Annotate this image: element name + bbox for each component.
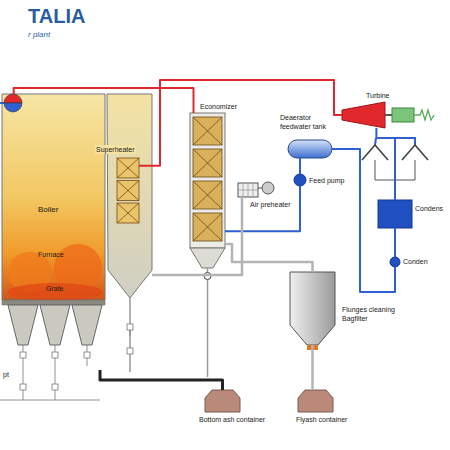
control-box bbox=[127, 324, 133, 330]
node-label: Condens bbox=[415, 204, 443, 213]
heat-exchanger-box bbox=[193, 149, 222, 177]
heat-exchanger-box bbox=[117, 203, 139, 223]
ash-container: Flyash container bbox=[298, 390, 333, 412]
pipe-connector bbox=[376, 128, 395, 200]
node-label: Bottom ash container bbox=[199, 415, 265, 424]
condensate-pump bbox=[390, 257, 400, 267]
steam-drum bbox=[4, 103, 22, 112]
pipe-connector bbox=[139, 80, 342, 166]
control-wiring bbox=[0, 324, 133, 400]
pipe-connector bbox=[100, 370, 222, 390]
control-box bbox=[84, 352, 90, 358]
fan-duct bbox=[258, 188, 262, 189]
grate-hopper bbox=[72, 305, 102, 345]
control-box bbox=[127, 348, 133, 354]
condenser: Condens bbox=[378, 200, 412, 228]
part-label: Furnace bbox=[38, 250, 64, 259]
a-frame-condenser bbox=[362, 145, 388, 160]
ash-chute bbox=[207, 268, 209, 377]
turbine-symbol bbox=[342, 102, 385, 128]
cross-mark bbox=[117, 203, 139, 223]
turbine: Turbine bbox=[342, 102, 385, 128]
cross-mark bbox=[193, 213, 222, 241]
heat-exchanger-box bbox=[193, 181, 222, 209]
heat-exchanger-box bbox=[193, 117, 222, 145]
deaerator-tank bbox=[288, 140, 332, 158]
node-label: Economizer bbox=[200, 102, 237, 111]
power-output bbox=[414, 110, 434, 120]
heat-exchanger-box bbox=[193, 213, 222, 241]
cross-mark bbox=[193, 149, 222, 177]
cross-mark bbox=[117, 181, 139, 201]
economizer-bank bbox=[193, 117, 222, 241]
air-preheater-box bbox=[238, 183, 258, 197]
boiler-chamber bbox=[2, 94, 105, 300]
condensate-pump: Conden bbox=[390, 257, 400, 267]
ash-container bbox=[205, 390, 240, 412]
part-label: pt bbox=[3, 370, 9, 379]
node-label: Conden bbox=[403, 257, 428, 266]
control-wire bbox=[0, 330, 130, 400]
economizer-column bbox=[190, 113, 225, 248]
pipe-connector bbox=[152, 197, 242, 275]
air-fan bbox=[262, 182, 274, 194]
node-label: Deaerator feedwater tank bbox=[280, 113, 330, 131]
cross-mark bbox=[193, 117, 222, 145]
condenser-tank bbox=[378, 200, 412, 228]
heat-exchanger-box bbox=[117, 158, 139, 178]
pipe-connector bbox=[299, 158, 301, 174]
a-frame-condenser bbox=[402, 145, 428, 160]
node-label: Air preheater bbox=[250, 200, 290, 209]
control-box bbox=[20, 352, 26, 358]
cross-mark bbox=[193, 181, 222, 209]
deaerator-tank: Deaerator feedwater tank bbox=[288, 140, 332, 158]
node-label: Feed pump bbox=[309, 176, 344, 185]
turbine-shaft bbox=[385, 114, 392, 116]
control-box bbox=[20, 384, 26, 390]
pipe-connector bbox=[225, 244, 313, 272]
economizer: Economizer bbox=[190, 113, 225, 248]
feed-pump: Feed pump bbox=[294, 174, 306, 186]
node-label: Turbine bbox=[366, 91, 389, 100]
flame bbox=[7, 283, 103, 301]
bagfilter: Flunges cleaning Bagfilter bbox=[290, 272, 335, 345]
preheater-grid bbox=[238, 183, 258, 197]
node-label: Superheater bbox=[95, 145, 136, 154]
grate-hopper bbox=[8, 305, 38, 345]
part-label: Grate bbox=[46, 284, 64, 293]
node-label: Boiler bbox=[38, 205, 58, 215]
pipe-connector bbox=[14, 88, 194, 113]
pipe-connector bbox=[332, 149, 395, 292]
grate-hopper bbox=[40, 305, 70, 345]
drum-pipe bbox=[0, 102, 4, 104]
ash-container: Bottom ash container bbox=[205, 390, 240, 412]
heat-exchanger-box bbox=[117, 181, 139, 201]
economizer-hopper bbox=[190, 248, 225, 268]
steam-drum bbox=[4, 94, 22, 103]
boiler: Boiler Superheater bbox=[0, 94, 152, 370]
control-box bbox=[52, 384, 58, 390]
flue-shaft bbox=[107, 94, 152, 298]
generator bbox=[392, 108, 414, 122]
pipe-connector bbox=[394, 228, 396, 257]
bagfilter bbox=[290, 272, 335, 345]
grate-bars bbox=[2, 300, 105, 305]
node-label: Flunges cleaning Bagfilter bbox=[342, 305, 400, 323]
superheater: Superheater bbox=[117, 158, 139, 223]
subtitle: r plant bbox=[28, 30, 50, 40]
pipe-connector bbox=[311, 345, 314, 390]
node-label: Flyash container bbox=[296, 415, 347, 424]
cross-mark bbox=[117, 158, 139, 178]
superheater-bank bbox=[117, 158, 139, 223]
control-box bbox=[52, 352, 58, 358]
pipe-connector bbox=[225, 186, 300, 231]
title: TALIA bbox=[28, 4, 85, 28]
feed-pump bbox=[294, 174, 306, 186]
ash-container bbox=[298, 390, 333, 412]
air-preheater: Air preheater bbox=[238, 183, 258, 197]
